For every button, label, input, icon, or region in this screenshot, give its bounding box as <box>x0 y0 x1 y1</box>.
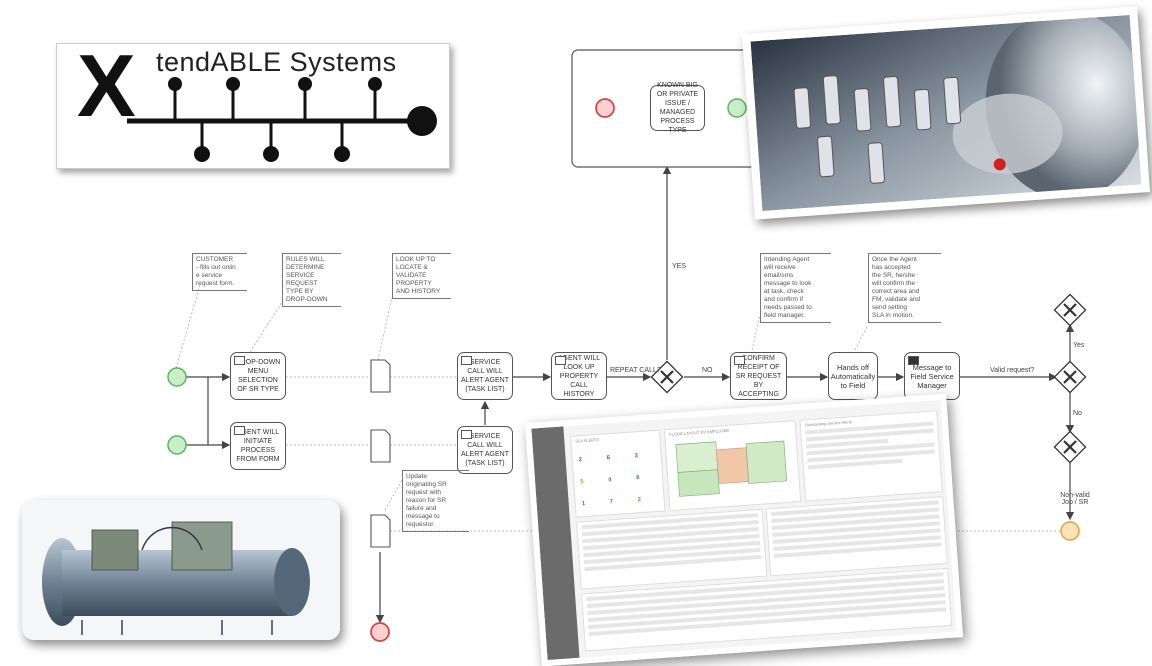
floor-map <box>675 440 787 497</box>
subprocess-end-event <box>595 98 615 118</box>
floor-layout-panel: FLOOR LAYOUT BY EMPLOYEE <box>663 420 802 512</box>
task-confirm-receipt[interactable]: CONFIRM RECEIPT OF SR REQUEST BY ACCEPTI… <box>730 352 787 400</box>
gateway-yes <box>1053 293 1087 327</box>
annotation-update-sr: Update originating SR request with reaso… <box>402 470 469 532</box>
user-task-icon <box>555 356 566 365</box>
task-drop-down-selection[interactable]: DROP-DOWN MENU SELECTION OF SR TYPE <box>230 352 286 400</box>
label-yes-right: Yes <box>1073 342 1085 349</box>
gateway-valid <box>1053 360 1087 394</box>
data-object-1 <box>370 359 391 393</box>
turbine-image <box>22 500 340 640</box>
svg-text:3: 3 <box>634 453 638 459</box>
message-icon <box>908 356 919 365</box>
task-service-call-alert-1[interactable]: SERVICE CALL WILL ALERT AGENT (TASK LIST… <box>457 352 513 400</box>
svg-text:2: 2 <box>637 497 641 503</box>
svg-text:2: 2 <box>579 457 583 463</box>
label-nonvalid-job: Non-valid Job / SR <box>1060 492 1090 506</box>
start-event-form <box>167 435 187 455</box>
task-agent-initiate[interactable]: AGENT WILL INITIATE PROCESS FROM FORM <box>230 422 286 470</box>
annotation-lookup: LOOK UP TO LOCATE & VALIDATE PROPERTY AN… <box>392 253 451 299</box>
label-valid-request: Valid request? <box>990 367 1035 374</box>
annotation-customer: CUSTOMER - fills out onlin e service req… <box>192 253 247 291</box>
machinery-image <box>750 9 1146 212</box>
start-event-web <box>167 367 187 387</box>
logo-text: tendABLE Systems <box>156 47 397 77</box>
user-task-icon <box>234 426 245 435</box>
logo-x-letter: X <box>77 44 136 135</box>
label-no: NO <box>702 367 713 374</box>
svg-text:5: 5 <box>580 479 584 485</box>
data-object-2 <box>370 429 391 463</box>
end-event-bottom <box>370 622 390 642</box>
svg-text:1: 1 <box>582 501 586 507</box>
task-message-field-manager[interactable]: Message to Field Service Manager <box>904 352 960 400</box>
annotation-agent-accepted: Once the Agent has accepted the SR, he/s… <box>868 253 941 323</box>
svg-text:8: 8 <box>636 475 640 481</box>
logo-graphic: X <box>77 44 437 162</box>
company-logo: X <box>56 43 450 169</box>
service-task-icon <box>461 356 472 365</box>
property-table-left <box>576 508 768 590</box>
data-object-3 <box>370 514 391 548</box>
label-yes: YES <box>672 263 687 270</box>
user-task-icon <box>234 356 245 365</box>
outstanding-alerts-panel: Outstanding Service Alerts <box>799 410 943 502</box>
property-table-right <box>765 496 948 577</box>
task-service-call-alert-2[interactable]: SERVICE CALL WILL ALERT AGENT (TASK LIST… <box>457 426 513 474</box>
service-task-icon <box>461 430 472 439</box>
machinery-photo <box>741 6 1151 220</box>
sla-alert-tiles: 2 6 3 5 4 8 1 7 2 <box>579 453 642 507</box>
annotation-rules: RULES WILL DETERMINE SERVICE REQUEST TYP… <box>282 253 341 307</box>
label-no-right: No <box>1073 410 1082 417</box>
subprocess-start-event <box>727 98 747 118</box>
task-known-big-issue[interactable]: KNOWN BIG OR PRIVATE ISSUE / MANAGED PRO… <box>650 82 705 134</box>
task-hands-off-field[interactable]: Hands off Automatically to Field <box>828 352 878 400</box>
turbine-photo <box>22 500 340 640</box>
svg-text:4: 4 <box>608 477 612 483</box>
annotation-intending-agent: Intending Agent will receive email/sms m… <box>760 253 831 323</box>
gateway-repeat-call <box>650 360 684 394</box>
svg-text:6: 6 <box>606 455 610 461</box>
label-repeat-call: REPEAT CALL? <box>610 367 661 374</box>
user-task-icon <box>734 356 745 365</box>
end-event-nonvalid <box>1060 521 1080 541</box>
task-agent-lookup-history[interactable]: AGENT WILL LOOK UP PROPERTY CALL HISTORY <box>551 352 607 400</box>
svg-text:7: 7 <box>610 499 614 505</box>
gateway-no <box>1053 430 1087 464</box>
